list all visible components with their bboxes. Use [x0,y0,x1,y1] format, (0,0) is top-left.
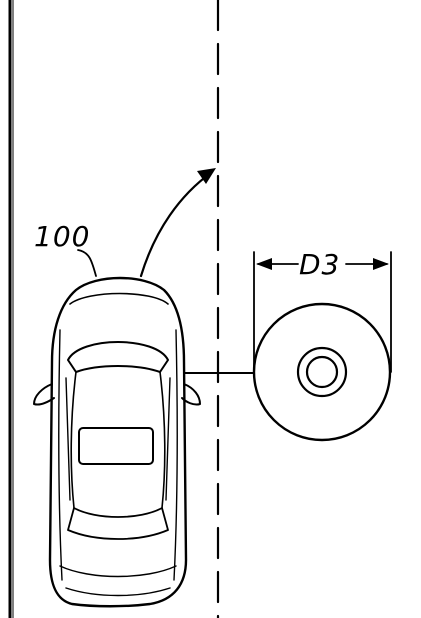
vehicle [33,276,201,608]
vehicle-reference-leader [77,249,97,277]
vehicle-reference-numeral: 100 [34,220,90,253]
detected-object [252,302,392,442]
dimension-label: D3 [299,248,340,281]
dimension-d3 [253,251,392,373]
lane-change-path-arrow [139,168,216,278]
road-edge-line [8,0,14,618]
